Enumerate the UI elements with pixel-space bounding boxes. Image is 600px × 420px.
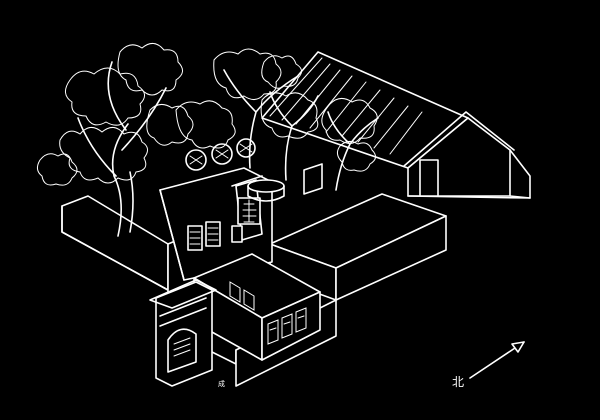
gable-edge [403, 111, 515, 167]
canopy-4 [36, 153, 78, 186]
canopy-9 [260, 92, 319, 139]
canopy-6 [213, 48, 282, 100]
canopy-1 [59, 127, 148, 184]
tree-trunk [111, 123, 129, 237]
north-arrow-head [511, 341, 525, 353]
gable-door [419, 159, 439, 197]
round-windows [185, 138, 256, 171]
west-wall-top [61, 195, 169, 291]
courtyard-details [231, 163, 323, 243]
side-windows [229, 281, 255, 311]
canopy-11 [336, 140, 376, 172]
gate-arch [167, 328, 197, 373]
canopy-2 [65, 67, 145, 126]
north-indicator: 北 [452, 341, 525, 389]
north-label: 北 [452, 375, 464, 389]
canopy-5 [146, 104, 194, 146]
tree-west [36, 43, 194, 237]
gate-cap [149, 279, 217, 309]
east-wing-side [335, 215, 447, 301]
canopy-7 [261, 55, 302, 89]
north-house [261, 51, 531, 199]
front-windows [267, 307, 307, 345]
main-gate [149, 279, 217, 387]
lattice-doors [187, 221, 221, 251]
artist-signature: 成 [218, 379, 225, 388]
east-wing [269, 193, 447, 301]
tree-courtyard [260, 91, 379, 191]
canopy-3 [117, 43, 183, 96]
canopy-8 [175, 100, 236, 149]
canopy-10 [321, 98, 378, 144]
screen-wall [231, 175, 263, 241]
side-wall [509, 149, 531, 199]
west-hall [159, 138, 273, 281]
